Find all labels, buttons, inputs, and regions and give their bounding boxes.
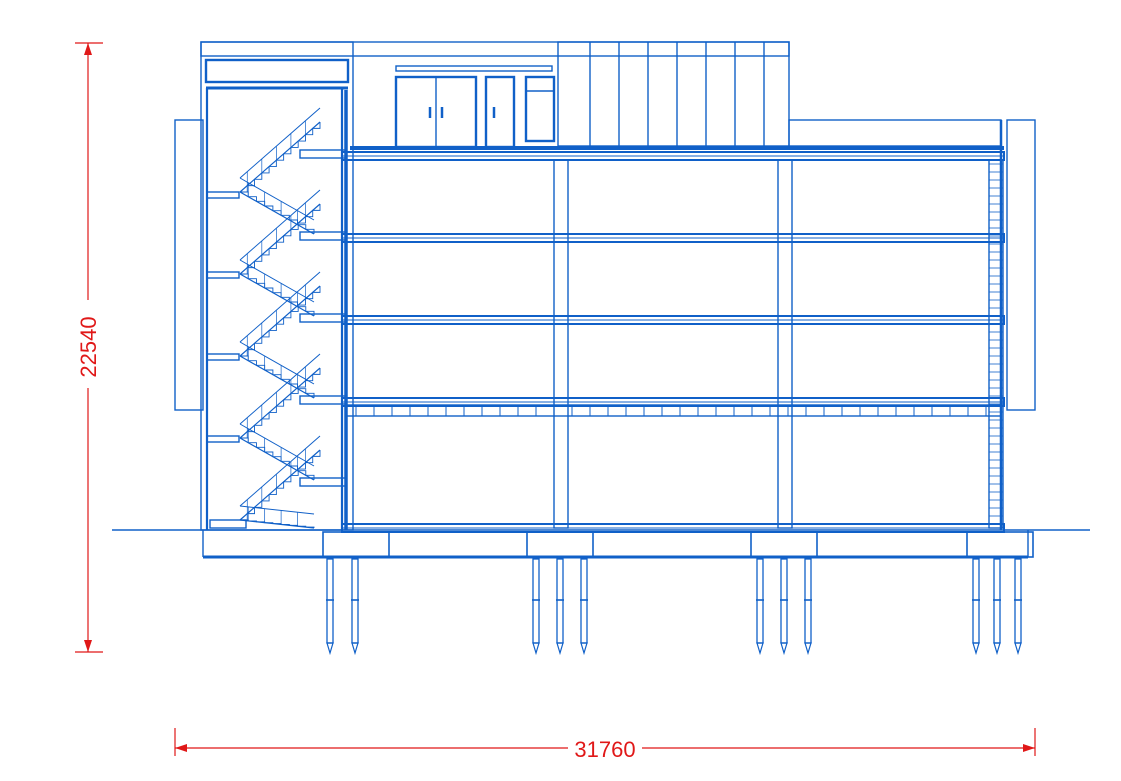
stair-landing <box>299 395 347 405</box>
pile-cap-group <box>966 531 1034 656</box>
pile-foundations <box>322 531 1034 656</box>
left-elevation-strip <box>174 119 204 411</box>
stair-landings <box>206 149 347 487</box>
pile <box>972 558 980 644</box>
pile-tip <box>993 642 1001 656</box>
stair-landing <box>299 313 347 323</box>
width-dimension: 31760 <box>174 728 1036 762</box>
pile-cap-group <box>526 531 594 656</box>
pile <box>532 558 540 644</box>
stair-base <box>209 519 247 529</box>
cladding-panel <box>557 41 790 147</box>
pile-tip <box>756 642 764 656</box>
stair-flight <box>239 423 315 481</box>
stair-landing <box>299 149 347 159</box>
width-dimension-label: 31760 <box>574 737 635 762</box>
pile <box>556 558 564 644</box>
stair-landing <box>206 191 240 199</box>
pile-cap <box>750 531 818 558</box>
stair-flight <box>239 259 315 317</box>
building-section <box>112 41 1090 656</box>
pile-tip <box>326 642 334 656</box>
pile-tip <box>351 642 359 656</box>
stair-flight <box>239 341 315 399</box>
pile <box>1014 558 1022 644</box>
pile-tip <box>1014 642 1022 656</box>
stair-landing <box>299 231 347 241</box>
floor-slabs <box>341 146 1005 533</box>
transfer-beam <box>345 404 1002 417</box>
pile <box>993 558 1001 644</box>
stair-landing <box>206 435 240 443</box>
pile-cap <box>322 531 390 558</box>
pile-tip <box>580 642 588 656</box>
pile-tip <box>972 642 980 656</box>
pile-tip <box>556 642 564 656</box>
height-dimension: 22540 <box>75 42 103 653</box>
height-dimension-label: 22540 <box>76 316 101 377</box>
stair-landing <box>206 353 240 361</box>
stair-flight <box>239 505 315 529</box>
pile <box>804 558 812 644</box>
stair-flight <box>239 435 321 521</box>
stair-flight <box>239 353 321 439</box>
single-door <box>484 75 516 149</box>
roof-penthouse <box>200 41 1002 149</box>
pile-tip <box>804 642 812 656</box>
pile <box>780 558 788 644</box>
pile-cap-group <box>750 531 818 656</box>
stair-landing <box>206 271 240 279</box>
stair-flight <box>239 271 321 357</box>
pile-cap <box>526 531 594 558</box>
pile-tip <box>780 642 788 656</box>
pile <box>756 558 764 644</box>
stair-flights <box>209 107 321 529</box>
pile-cap <box>966 531 1034 558</box>
right-elevation-strip <box>1006 119 1036 411</box>
cladding-ribs <box>589 42 765 146</box>
pile <box>326 558 334 644</box>
stair-flight <box>239 177 315 235</box>
dimensions: 22540 31760 <box>75 42 1036 762</box>
stair-flight <box>239 107 321 193</box>
pile-tip <box>532 642 540 656</box>
window <box>524 75 556 143</box>
stair-tower <box>200 41 354 531</box>
pile <box>580 558 588 644</box>
stair-flight <box>239 189 321 275</box>
stair-landing <box>299 477 347 487</box>
pile <box>351 558 359 644</box>
pile-cap-group <box>322 531 390 656</box>
